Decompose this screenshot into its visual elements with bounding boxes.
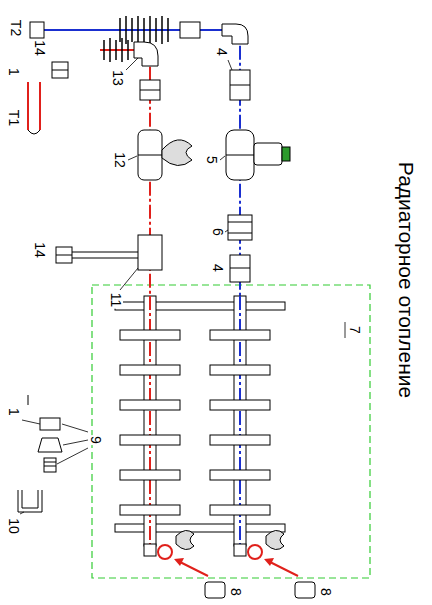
callout-number: T2	[9, 19, 23, 37]
callout-number: 1	[7, 67, 21, 77]
callout-number: 10	[7, 517, 21, 535]
callout-number: T1	[7, 109, 21, 127]
red-fittings	[72, 80, 192, 270]
callout-number: 1	[7, 407, 21, 417]
group-outline	[92, 285, 370, 578]
manifold	[115, 296, 285, 559]
spare-parts	[18, 395, 62, 512]
callout-number: 4	[211, 263, 225, 273]
blue-fittings	[226, 70, 290, 282]
callout-number: 12	[113, 151, 127, 169]
callout-number: 8	[319, 587, 333, 597]
callout-number: 13	[111, 69, 125, 87]
callout-number: 11	[109, 292, 123, 309]
callout-number: 8	[229, 587, 243, 597]
callout-number: 9	[89, 435, 103, 445]
blue-pipe	[30, 16, 248, 300]
callout-number: 4	[215, 47, 229, 57]
callout-number: 14	[33, 241, 47, 259]
leader-lines	[20, 58, 345, 514]
callout-number: 14	[33, 39, 47, 57]
callout-number: 5	[205, 155, 219, 165]
title: Радиаторное отопление	[396, 161, 417, 399]
air-vent	[174, 558, 315, 598]
callout-number: 6	[211, 227, 225, 237]
callout-number: 7	[348, 325, 362, 335]
gauge-symbol	[52, 62, 72, 263]
